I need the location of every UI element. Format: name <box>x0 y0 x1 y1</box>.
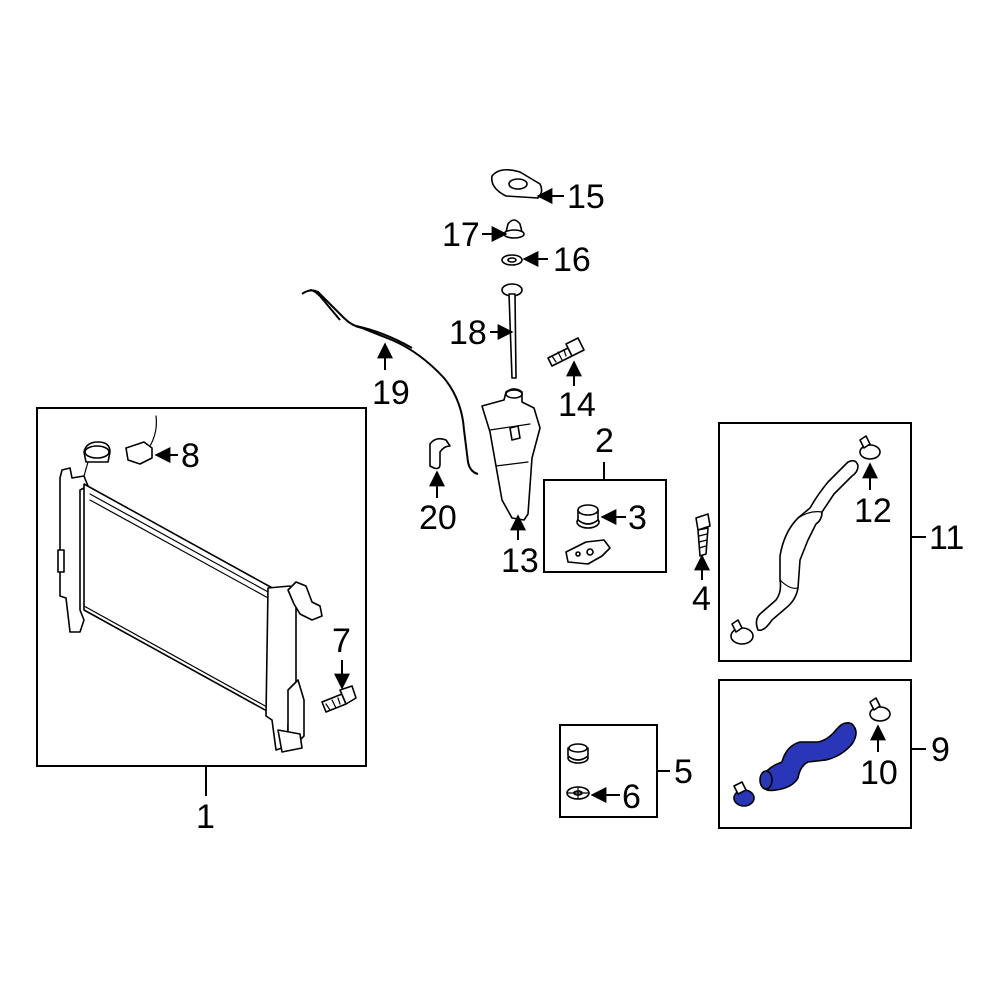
callout-7: 7 <box>332 622 351 660</box>
part-15-cap <box>490 168 543 199</box>
part-17-plug <box>503 219 525 239</box>
part-7-bolt <box>321 685 357 713</box>
part-19-overflow-hose <box>301 289 479 475</box>
part-2-bracket <box>565 539 611 565</box>
part-9-lower-hose[interactable] <box>759 722 857 792</box>
part-3-grommet <box>576 504 600 529</box>
callout-14: 14 <box>558 386 596 424</box>
part-9-hose-clamp <box>733 781 755 807</box>
radiator-group-box <box>36 407 367 767</box>
callout-6: 6 <box>622 778 641 816</box>
callout-5: 5 <box>674 753 693 791</box>
callout-4: 4 <box>692 580 711 618</box>
callout-20: 20 <box>419 499 457 537</box>
part-12-clamp <box>859 435 881 460</box>
part-5-insulator <box>567 743 589 764</box>
callout-17: 17 <box>442 216 480 254</box>
callout-15: 15 <box>567 178 605 216</box>
callout-16: 16 <box>553 241 591 279</box>
part-4-bolt <box>695 513 711 557</box>
callout-1: 1 <box>196 798 215 836</box>
upper-hose-box <box>718 422 912 662</box>
callout-11: 11 <box>929 519 964 557</box>
part-13-reservoir <box>481 388 541 521</box>
lower-hose-box <box>718 679 912 829</box>
callouts: 1 2 3 4 5 6 7 8 9 10 11 12 13 14 15 16 1… <box>181 178 964 836</box>
callout-9: 9 <box>931 731 950 769</box>
reservoir-mount-box <box>543 479 667 573</box>
leader-lines <box>154 188 926 803</box>
part-14-bolt <box>547 337 585 367</box>
part-16-washer <box>501 254 523 266</box>
part-20-small-hose <box>429 437 451 470</box>
callout-3: 3 <box>628 499 647 537</box>
radiator <box>57 441 323 753</box>
part-6-bushing <box>566 786 590 800</box>
callout-12: 12 <box>854 492 892 530</box>
callout-19: 19 <box>372 374 410 412</box>
part-8-sensor <box>125 415 157 465</box>
callout-8: 8 <box>181 437 200 475</box>
part-11-upper-hose <box>755 459 859 632</box>
callout-18: 18 <box>449 314 487 352</box>
part-10-clamp <box>869 697 891 722</box>
callout-10: 10 <box>860 754 898 792</box>
part-11-lower-clamp <box>730 619 754 645</box>
callout-13: 13 <box>501 542 539 580</box>
callout-2: 2 <box>595 422 614 460</box>
mount-kit-box <box>559 724 658 818</box>
